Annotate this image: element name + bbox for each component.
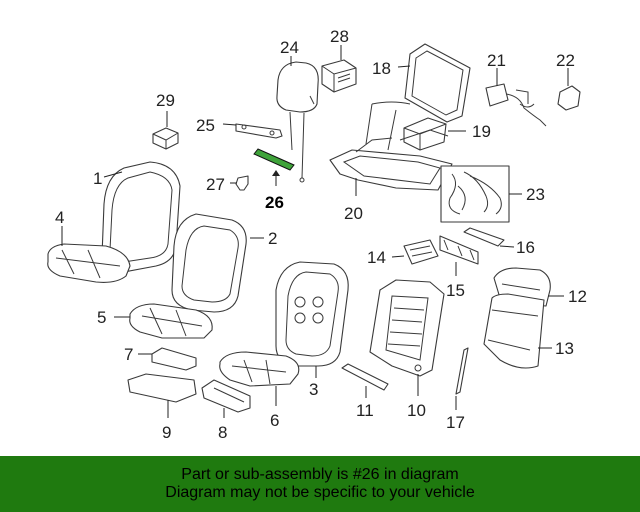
callout-14: 14 xyxy=(367,248,386,267)
part-14[interactable] xyxy=(403,239,439,265)
banner-line-2: Diagram may not be specific to your vehi… xyxy=(165,484,475,501)
part-9[interactable] xyxy=(127,373,197,403)
part-8[interactable] xyxy=(201,379,251,413)
part-10[interactable] xyxy=(369,279,445,377)
callout-23: 23 xyxy=(526,185,545,204)
part-11[interactable] xyxy=(341,363,389,391)
part-15[interactable] xyxy=(439,235,479,265)
part-21[interactable] xyxy=(485,83,547,127)
part-2[interactable] xyxy=(171,213,247,313)
part-23[interactable] xyxy=(440,165,510,223)
callout-12: 12 xyxy=(568,287,587,306)
part-19[interactable] xyxy=(403,117,447,151)
callout-15: 15 xyxy=(446,281,465,300)
part-29[interactable] xyxy=(152,127,179,150)
callout-8: 8 xyxy=(218,423,227,442)
part-16[interactable] xyxy=(463,227,505,247)
callout-7: 7 xyxy=(124,345,133,364)
callout-5: 5 xyxy=(97,308,106,327)
callout-27: 27 xyxy=(206,175,225,194)
callout-13: 13 xyxy=(555,339,574,358)
callout-1: 1 xyxy=(93,169,102,188)
seat-exploded-diagram: 29 25 24 28 18 21 22 19 20 23 26 27 1 2 … xyxy=(47,27,587,442)
callout-4: 4 xyxy=(55,208,64,227)
callout-26: 26 xyxy=(265,193,284,212)
callout-9: 9 xyxy=(162,423,171,442)
callout-3: 3 xyxy=(309,380,318,399)
part-3[interactable] xyxy=(275,261,349,367)
banner-line-1: Part or sub-assembly is #26 in diagram xyxy=(181,466,459,483)
callout-25: 25 xyxy=(196,116,215,135)
callout-29: 29 xyxy=(156,91,175,110)
callout-16: 16 xyxy=(516,238,535,257)
callout-18: 18 xyxy=(372,59,391,78)
part-6[interactable] xyxy=(219,351,300,387)
callout-19: 19 xyxy=(472,122,491,141)
part-4[interactable] xyxy=(47,243,131,283)
part-17[interactable] xyxy=(455,347,469,395)
callout-10: 10 xyxy=(407,401,426,420)
callout-21: 21 xyxy=(487,51,506,70)
callout-17: 17 xyxy=(446,413,465,432)
callout-20: 20 xyxy=(344,204,363,223)
part-5[interactable] xyxy=(129,303,213,339)
part-27[interactable] xyxy=(235,175,249,191)
part-20[interactable] xyxy=(329,101,453,191)
part-22[interactable] xyxy=(557,85,581,111)
info-banner: Part or sub-assembly is #26 in diagram D… xyxy=(0,456,640,512)
part-18[interactable] xyxy=(404,43,471,123)
part-13[interactable] xyxy=(483,293,545,369)
callout-6: 6 xyxy=(270,411,279,430)
callout-24: 24 xyxy=(280,38,299,57)
part-7[interactable] xyxy=(151,347,197,371)
part-24[interactable] xyxy=(276,61,319,183)
callout-22: 22 xyxy=(556,51,575,70)
callout-2: 2 xyxy=(268,229,277,248)
part-26-highlighted[interactable] xyxy=(253,148,295,171)
callout-11: 11 xyxy=(356,401,374,420)
part-25[interactable] xyxy=(235,123,283,139)
part-28[interactable] xyxy=(321,59,357,93)
callout-28: 28 xyxy=(330,27,349,46)
